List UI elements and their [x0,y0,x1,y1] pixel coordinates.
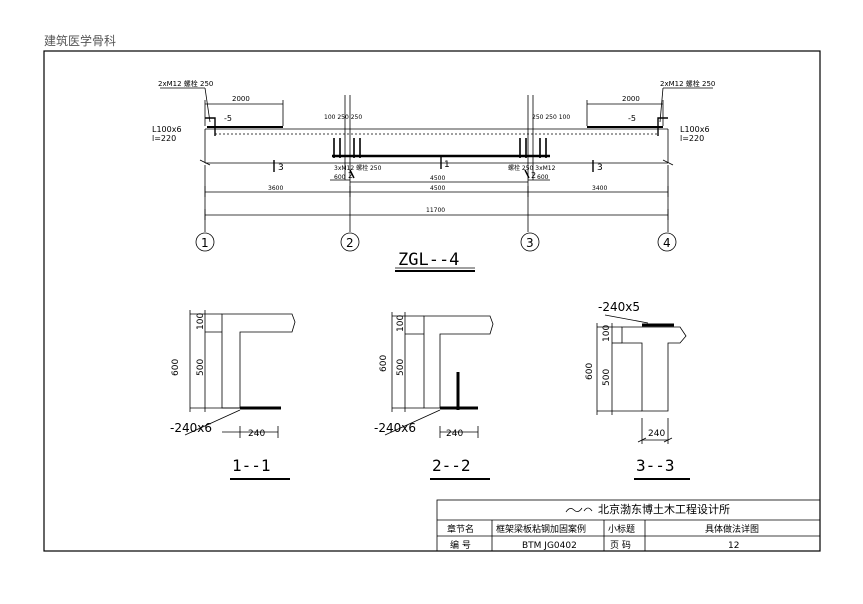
subtitle-label: 小标题 [608,523,635,535]
axis-label-4: 4 [663,236,671,250]
section-1-1-labels: 600 500 100 -240x6 240 1--1 [170,313,271,475]
section-1-width: 240 [248,429,265,439]
section-2-height-web: 500 [396,359,406,376]
section-3-3-labels: 600 500 100 -240x5 240 3--3 [585,300,675,475]
section-3-width: 240 [648,429,665,439]
chapter-label: 章节名 [447,523,474,535]
subtitle-value: 具体做法详图 [705,523,759,535]
section-1-title: 1--1 [232,456,271,475]
section-mark-center: 1 [444,160,450,170]
section-1-height-total: 600 [171,359,181,376]
section-mark-2b: 2 [531,171,536,180]
sheet-border [43,50,821,552]
dim-4500-upper: 4500 [430,175,445,182]
dim-600-right: 600 [537,174,549,181]
section-2-plate: -240x6 [374,421,416,435]
page-label: 页 码 [610,540,631,551]
beam-elevation [160,87,713,272]
section-mark-2a: 2 [348,171,353,180]
section-1-height-web: 500 [196,359,206,376]
elevation-labels: 2xM12 螺栓 250 2xM12 螺栓 250 2000 2000 L100… [152,79,715,270]
section-3-height-flange: 100 [602,325,612,342]
axis-label-3: 3 [526,236,534,250]
left-angle: L100x6 [152,125,182,134]
section-3-3 [596,314,690,480]
section-3-title: 3--3 [636,456,675,475]
dim-4500: 4500 [430,185,445,192]
section-3-height-total: 600 [585,363,595,380]
page-value: 12 [728,541,739,551]
section-3-height-web: 500 [602,369,612,386]
section-1-1 [184,310,296,480]
center-bottom-left: 3xM12 螺栓 250 [334,164,382,172]
section-2-width: 240 [446,429,463,439]
dim-3600: 3600 [268,185,283,192]
section-1-plate: -240x6 [170,421,212,435]
center-top-right: 250 250 100 [532,114,570,121]
section-2-height-flange: 100 [396,315,406,332]
section-2-2 [384,312,494,480]
section-2-height-total: 600 [379,355,389,372]
right-rebar-note: 2xM12 螺栓 250 [660,79,715,88]
dim-3400: 3400 [592,185,607,192]
elevation-title: ZGL--4 [398,250,459,270]
right-angle: L100x6 [680,125,710,134]
left-angle-length: l=220 [152,134,176,143]
right-angle-length: l=220 [680,134,704,143]
axis-label-2: 2 [346,236,354,250]
company-name: 北京渤东博土木工程设计所 [598,502,730,516]
left-length: 2000 [232,95,250,103]
number-label: 编 号 [450,539,471,551]
right-length: 2000 [622,95,640,103]
chapter-value: 框架梁板粘钢加固案例 [496,523,586,535]
title-block-text: 北京渤东博土木工程设计所 章节名 框架梁板粘钢加固案例 小标题 具体做法详图 编… [447,502,759,551]
right-plate: -5 [628,114,636,123]
title-block [436,499,821,552]
center-top-left: 100 250 250 [324,114,362,121]
section-mark-left: 3 [278,163,284,173]
section-1-height-flange: 100 [196,313,206,330]
center-bottom-right: 螺栓 250 3xM12 [508,164,556,172]
dim-total: 11700 [426,207,445,214]
number-value: BTM JG0402 [522,541,577,551]
section-3-plate: -240x5 [598,300,640,314]
section-2-title: 2--2 [432,456,471,475]
section-2-2-labels: 600 500 100 -240x6 240 2--2 [374,315,471,475]
company-logo [565,507,593,513]
axis-label-1: 1 [201,236,209,250]
section-mark-right: 3 [597,163,603,173]
watermark-text: 建筑医学骨科 [44,34,117,48]
left-plate: -5 [224,114,232,123]
left-rebar-note: 2xM12 螺栓 250 [158,79,213,88]
dim-600-left: 600 [334,174,346,181]
